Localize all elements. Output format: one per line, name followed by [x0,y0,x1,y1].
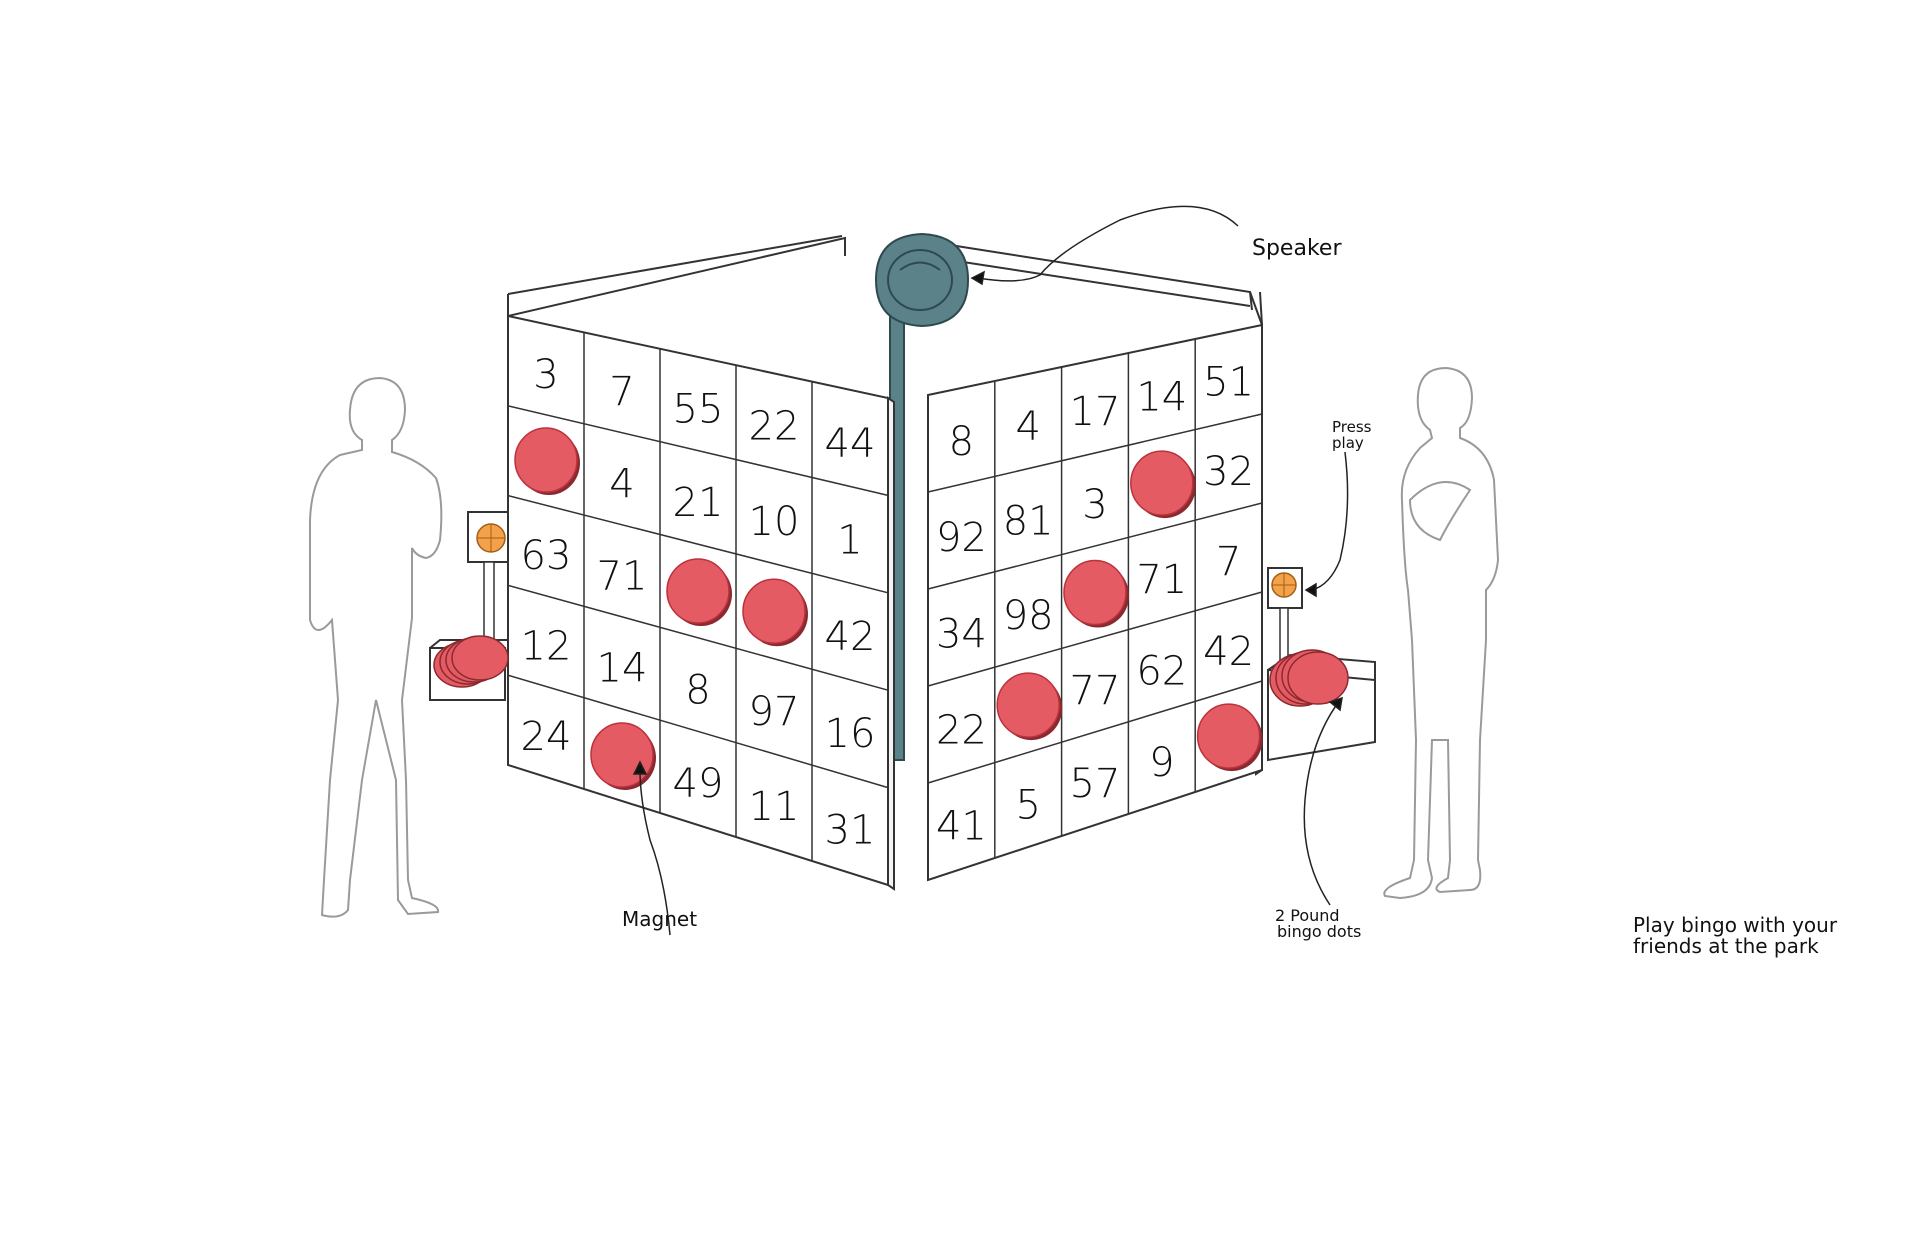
speaker-icon [874,232,970,328]
left-grid-line [507,674,889,789]
right-cell-number: 4 [1015,404,1040,450]
right-grid-line [927,680,1263,784]
left-cell-number: 24 [521,714,572,760]
left-cell-number: 3 [533,352,558,398]
right-cell-number: 8 [949,419,974,465]
magnet-label: Magnet [622,907,697,931]
right-magnet-dot[interactable] [1196,703,1261,769]
right-cell-number: 71 [1136,557,1187,603]
left-cell-number: 63 [521,533,572,579]
left-cell-number: 22 [749,404,800,450]
right-person-figure [1383,366,1500,900]
right-cell-number: 14 [1136,374,1187,420]
right-grid-line [927,413,1263,493]
right-dot-stack [1269,649,1349,707]
right-cell-number: 9 [1149,740,1174,786]
right-cell-number: 57 [1070,761,1121,807]
right-magnet-dot[interactable] [1063,559,1127,626]
left-person-figure [309,376,443,918]
right-cell-number: 3 [1082,482,1107,528]
left-cell-number: 71 [597,553,648,599]
press-play-callout-line [1311,451,1349,591]
right-cell-number: 34 [936,611,987,657]
caption-line2: friends at the park [1633,934,1819,958]
bingo-dots-label-line1: 2 Pound [1275,906,1340,925]
left-cell-number: 42 [825,614,876,660]
right-cell-number: 81 [1003,499,1054,545]
right-magnet-dot[interactable] [1130,450,1194,516]
left-cell-number: 11 [749,784,800,830]
magnet-callout-line [639,769,671,936]
right-cell-number: 92 [936,515,987,561]
left-magnet-dot[interactable] [514,427,578,493]
speaker-callout-line [977,205,1239,282]
speaker-assembly [874,232,970,761]
right-cell-number: 22 [936,708,987,754]
left-magnet-dot[interactable] [666,558,730,624]
right-cell-number: 77 [1070,668,1121,714]
left-cell-number: 44 [825,421,876,467]
right-grid-line [927,591,1263,687]
frame [507,235,1263,326]
right-magnet-dot[interactable] [996,672,1060,738]
right-cell-number: 98 [1003,593,1054,639]
right-cell-number: 51 [1203,359,1254,405]
labels: Speaker Magnet Press play 2 Pound bingo … [622,236,1838,958]
right-grid-line [927,502,1263,590]
right-cell-number: 32 [1203,449,1254,495]
left-magnet-dot[interactable] [590,722,654,788]
left-cell-number: 55 [673,386,724,432]
left-cell-number: 8 [685,667,710,713]
left-cell-number: 16 [825,711,876,757]
left-dot-stack [433,635,509,688]
right-cell-number: 7 [1216,539,1241,585]
right-cell-number: 42 [1203,629,1254,675]
right-play-station [1267,567,1376,762]
left-play-station [429,511,509,701]
left-cell-number: 10 [749,499,800,545]
left-grid-line [507,405,889,497]
callout-lines [632,205,1349,936]
left-cell-number: 49 [673,761,724,807]
right-cell-number: 17 [1070,389,1121,435]
press-play-label-line1: Press [1332,418,1372,436]
speaker-label: Speaker [1252,236,1342,261]
left-cell-number: 21 [673,480,724,526]
caption-line1: Play bingo with your [1633,913,1838,937]
bingo-dots-callout-line [1303,699,1341,906]
left-cell-number: 31 [825,808,876,854]
left-cell-number: 12 [521,624,572,670]
right-cell-number: 5 [1015,782,1040,828]
left-grid-line [507,584,889,691]
right-cell-number: 62 [1136,648,1187,694]
press-play-label-line2: play [1332,434,1364,452]
left-cell-number: 97 [749,689,800,735]
left-cell-number: 14 [597,645,648,691]
right-cell-number: 41 [936,804,987,850]
left-grid-line [507,494,889,594]
left-cell-number: 7 [609,369,634,415]
left-cell-number: 1 [837,518,862,564]
left-magnet-dot[interactable] [742,578,806,644]
bingo-dots-label-line2: bingo dots [1277,922,1361,941]
left-cell-number: 4 [609,461,634,507]
